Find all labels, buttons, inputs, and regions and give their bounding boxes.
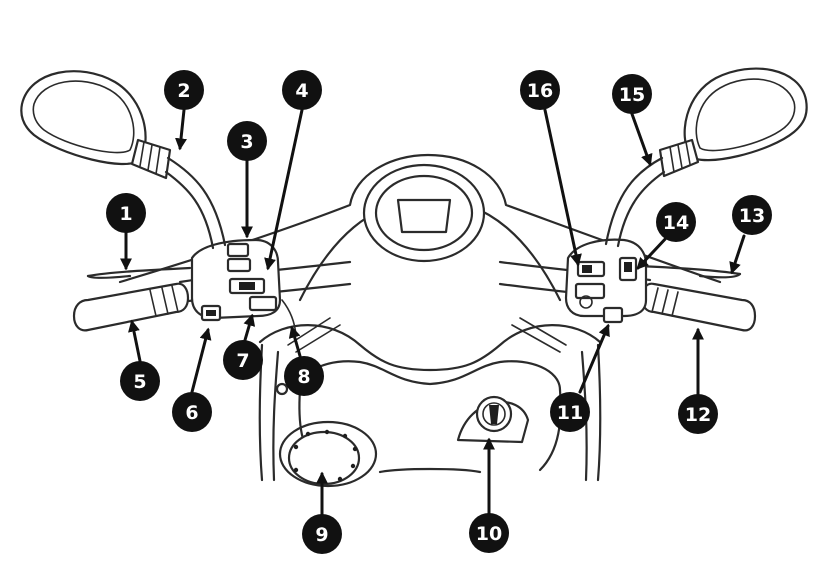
callout-13: 13 — [732, 195, 772, 235]
callout-badge-circle — [223, 340, 263, 380]
callout-number: 13 — [739, 205, 765, 227]
callout-badge-circle — [550, 392, 590, 432]
callout-number: 3 — [240, 131, 253, 153]
callout-badge-circle — [678, 394, 718, 434]
callout-number: 9 — [315, 524, 328, 546]
callout-5: 5 — [120, 361, 160, 401]
callout-number: 11 — [557, 402, 583, 424]
callout-badge-circle — [227, 121, 267, 161]
callout-2: 2 — [164, 70, 204, 110]
callout-badge-circle — [164, 70, 204, 110]
left-handlebar — [20, 70, 352, 337]
callout-badge-circle — [469, 513, 509, 553]
callout-11: 11 — [550, 392, 590, 432]
callout-number: 1 — [119, 203, 132, 225]
callout-1: 1 — [106, 193, 146, 233]
callout-12: 12 — [678, 394, 718, 434]
callout-number: 14 — [663, 212, 689, 234]
callout-8: 8 — [284, 356, 324, 396]
callout-7: 7 — [223, 340, 263, 380]
callout-15: 15 — [612, 74, 652, 114]
callout-badge-circle — [612, 74, 652, 114]
callout-3: 3 — [227, 121, 267, 161]
callout-9: 9 — [302, 514, 342, 554]
callout-badge-circle — [106, 193, 146, 233]
callout-14: 14 — [656, 202, 696, 242]
fuel-cap — [278, 420, 378, 488]
ignition-switch — [456, 395, 530, 444]
callout-badge-circle — [732, 195, 772, 235]
callout-badge-circle — [284, 356, 324, 396]
callout-badge-circle — [120, 361, 160, 401]
callout-badge-circle — [302, 514, 342, 554]
callout-number: 5 — [133, 371, 146, 393]
callout-16: 16 — [520, 70, 560, 110]
callout-number: 4 — [295, 80, 308, 102]
callout-badge-circle — [656, 202, 696, 242]
callout-number: 2 — [177, 80, 190, 102]
callout-number: 16 — [527, 80, 553, 102]
callout-badge-circle — [282, 70, 322, 110]
callout-badge-circle — [172, 392, 212, 432]
callout-number: 15 — [619, 84, 645, 106]
callout-number: 12 — [685, 404, 711, 426]
callout-badge-circle — [520, 70, 560, 110]
callout-4: 4 — [282, 70, 322, 110]
callout-6: 6 — [172, 392, 212, 432]
callout-number: 6 — [185, 402, 198, 424]
callout-number: 8 — [297, 366, 310, 388]
front-body — [118, 153, 722, 482]
callout-number: 10 — [476, 523, 502, 545]
callout-10: 10 — [469, 513, 509, 553]
callout-number: 7 — [236, 350, 249, 372]
callout-leaders — [120, 108, 746, 516]
